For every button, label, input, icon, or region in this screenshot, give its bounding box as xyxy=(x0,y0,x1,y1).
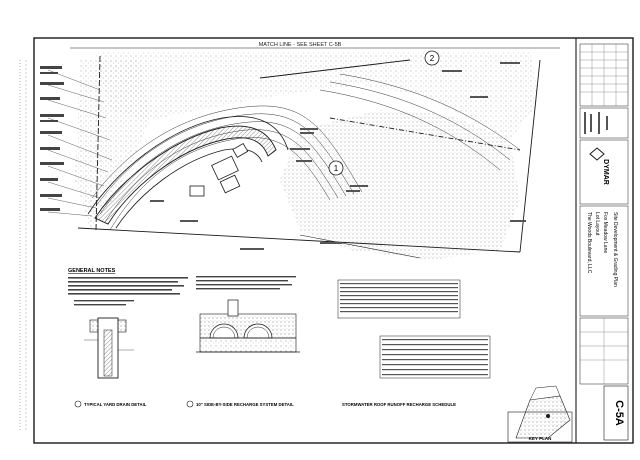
lot-marker-1: 1 xyxy=(328,160,344,176)
access-drive xyxy=(94,125,277,225)
drive-edge xyxy=(87,116,289,215)
left-edge-stamp xyxy=(19,60,27,430)
wooded-area-north xyxy=(95,52,540,140)
plan-label-blocks xyxy=(150,62,526,250)
match-line-label: MATCH LINE - SEE SHEET C-5B xyxy=(259,42,342,48)
lot-marker-2: 2 xyxy=(424,50,440,66)
svg-text:2: 2 xyxy=(430,54,435,63)
leader-text-blocks xyxy=(40,66,64,211)
project-info: The Woods Boulevard, LLC Lot Layout Fox … xyxy=(579,205,629,317)
site-plan: 1 2 xyxy=(40,50,541,260)
title-block: DYMAR The Woods Boulevard, LLC Lot Layou… xyxy=(507,43,629,443)
recharge-system-detail: 10" SIDE-BY-SIDE RECHARGE SYSTEM DETAIL xyxy=(186,276,300,408)
sheet-number-box: C-5A xyxy=(603,385,629,441)
wooded-area-east xyxy=(280,110,520,260)
company-logo: DYMAR xyxy=(579,139,629,205)
svg-text:1: 1 xyxy=(334,164,339,173)
wooded-area-west xyxy=(75,60,150,230)
recharge-schedule: STORMWATER ROOF RUNOFF RECHARGE SCHEDULE xyxy=(337,279,491,407)
project-line-1: The Woods Boulevard, LLC xyxy=(586,212,592,274)
recharge-system-caption: 10" SIDE-BY-SIDE RECHARGE SYSTEM DETAIL xyxy=(196,402,294,407)
key-plan-label: KEY PLAN xyxy=(529,436,552,441)
general-notes-heading: GENERAL NOTES xyxy=(68,268,116,274)
project-line-3: Fox Meadow Lane xyxy=(602,212,608,253)
building-footprints xyxy=(189,142,249,197)
general-notes: GENERAL NOTES xyxy=(68,268,188,295)
yard-drain-detail: TYPICAL YARD DRAIN DETAIL xyxy=(74,300,147,408)
company-name: DYMAR xyxy=(602,159,609,185)
plan-title: Site Development & Grading Plan xyxy=(612,212,618,287)
recharge-schedule-caption: STORMWATER ROOF RUNOFF RECHARGE SCHEDULE xyxy=(342,402,456,407)
property-lines xyxy=(77,55,541,259)
sheet-border xyxy=(33,37,634,444)
yard-drain-caption: TYPICAL YARD DRAIN DETAIL xyxy=(84,402,147,407)
key-plan: KEY PLAN xyxy=(507,385,573,443)
project-line-2: Lot Layout xyxy=(594,212,600,236)
sheet-number: C-5A xyxy=(613,400,625,426)
drive-edge-inner xyxy=(115,148,263,229)
match-line: MATCH LINE - SEE SHEET C-5B xyxy=(70,42,560,49)
